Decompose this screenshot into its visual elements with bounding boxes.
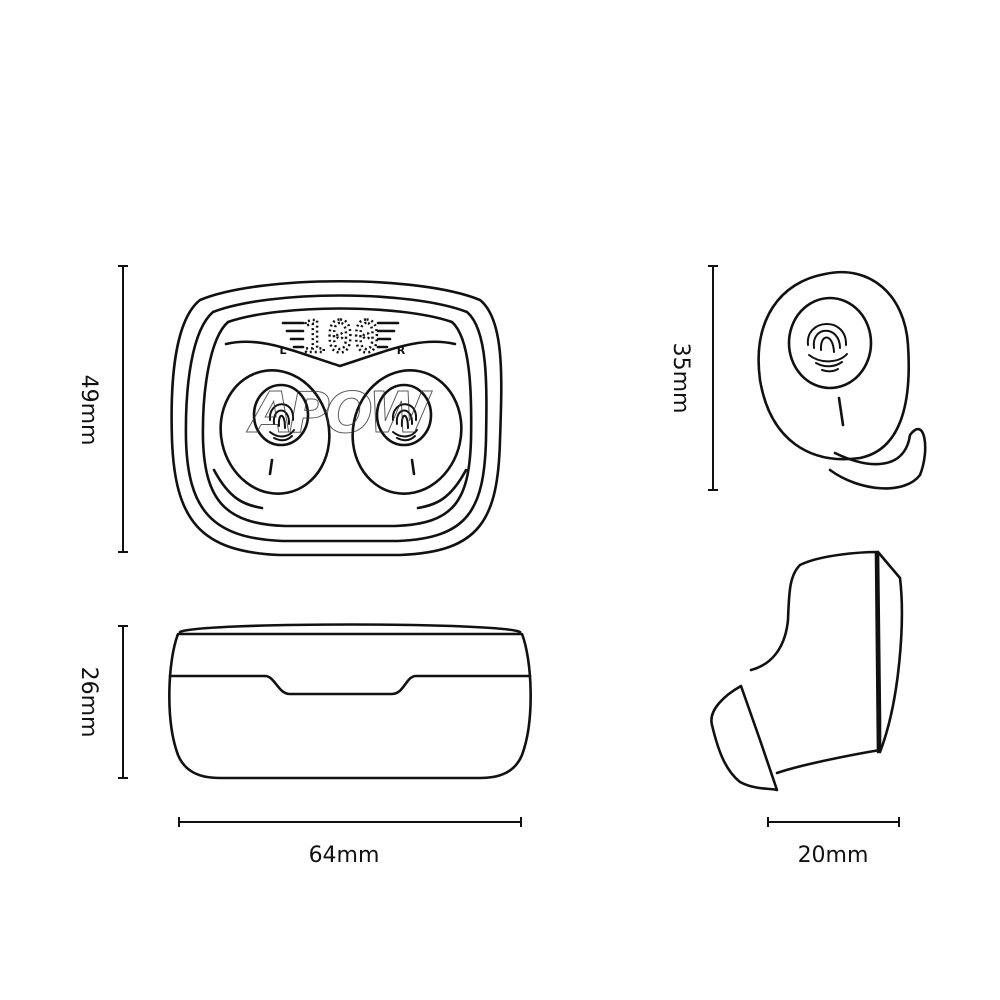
watermark-logo: APOW <box>246 381 433 446</box>
earbud-height-label: 35mm <box>668 343 693 414</box>
fingerprint-icon <box>391 403 418 442</box>
dimension-lines <box>118 265 900 827</box>
right-battery-bars-icon <box>376 321 400 349</box>
led-slot-right <box>410 458 416 476</box>
led-slot-left <box>268 458 274 476</box>
fingerprint-icon <box>268 403 295 442</box>
left-label: L <box>279 344 286 357</box>
case-height-label: 49mm <box>76 375 101 446</box>
earbud-width-label: 20mm <box>798 843 869 868</box>
right-label: R <box>397 344 406 357</box>
case-front-view <box>168 623 532 780</box>
fingerprint-icon <box>806 323 848 373</box>
case-width-label: 64mm <box>309 843 380 868</box>
battery-level: 100 <box>300 312 379 363</box>
led-slot <box>837 396 845 427</box>
battery-display: 100 L R <box>279 311 406 365</box>
case-depth-label: 26mm <box>76 667 101 738</box>
earbud-front-view <box>757 271 927 490</box>
left-battery-bars-icon <box>281 321 305 349</box>
case-top-view: 100 L R APOW <box>170 279 503 557</box>
earbud-side-view <box>710 550 904 792</box>
